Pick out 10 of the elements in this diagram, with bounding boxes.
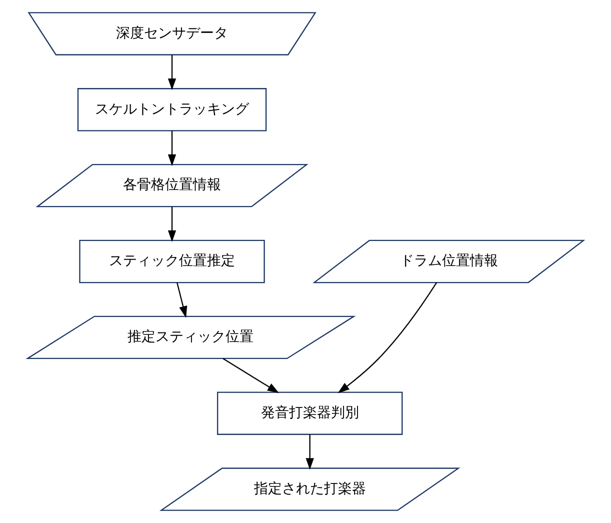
arrow bbox=[306, 434, 314, 470]
node-box: 発音打楽器判別 bbox=[216, 392, 403, 435]
arrow bbox=[168, 130, 176, 166]
arrow bbox=[168, 55, 176, 90]
arrow bbox=[168, 206, 176, 242]
arrow bbox=[176, 282, 188, 318]
node-box: スケルトントラッキング bbox=[77, 88, 267, 132]
node-box: スティック位置推定 bbox=[79, 240, 265, 284]
arrow bbox=[338, 282, 438, 394]
arrow bbox=[222, 358, 280, 394]
